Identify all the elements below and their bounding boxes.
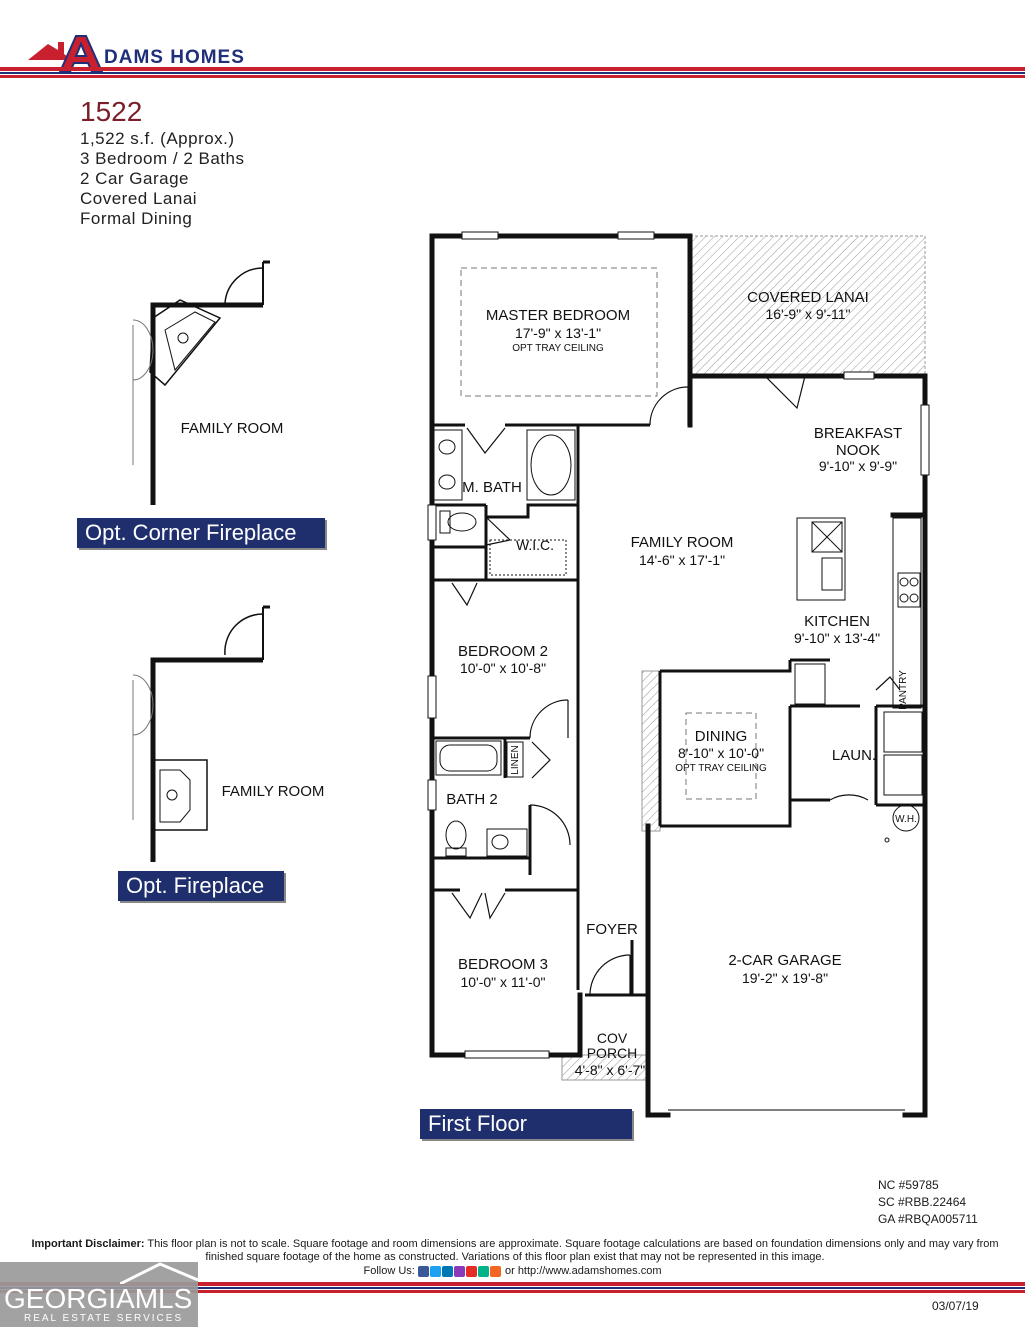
instagram-icon[interactable] — [453, 1265, 465, 1277]
header-stripe-blue — [0, 72, 1025, 74]
dining-note: OPT TRAY CEILING — [675, 763, 767, 774]
spec-garage: 2 Car Garage — [80, 169, 189, 188]
breakfast-nook-dim: 9'-10" x 9'-9" — [819, 458, 897, 474]
porch-dim: 4'-8" x 6'-7" — [575, 1062, 646, 1078]
laundry-label: LAUN. — [832, 747, 876, 764]
plan-title: 1522 — [80, 96, 143, 127]
license-nc: NC #59785 — [878, 1178, 939, 1192]
bedroom2-label: BEDROOM 2 — [458, 643, 548, 660]
bedroom3-dim: 10'-0" x 11'-0" — [460, 974, 545, 990]
spec-dining: Formal Dining — [80, 209, 193, 228]
linen-label: LINEN — [510, 745, 521, 774]
footer-stripe-red2 — [0, 1290, 1025, 1293]
master-bedroom-dim: 17'-9" x 13'-1" — [515, 325, 601, 341]
covered-lanai-dim: 16'-9" x 9'-11" — [765, 306, 850, 322]
covered-lanai-label: COVERED LANAI — [747, 289, 869, 306]
master-bath-label: M. BATH — [462, 479, 522, 496]
plan-date: 03/07/19 — [932, 1299, 979, 1313]
footer-stripe-red — [0, 1282, 1025, 1286]
footer-stripe-blue — [0, 1287, 1025, 1289]
porch-label2: PORCH — [587, 1045, 638, 1061]
opt-fireplace-drawing — [132, 605, 270, 862]
spec-bedbath: 3 Bedroom / 2 Baths — [80, 149, 245, 168]
breakfast-nook-label2: NOOK — [836, 442, 880, 459]
mls-watermark-text: GEORGIAMLS — [4, 1283, 193, 1314]
opt-corner-fireplace-drawing — [132, 260, 270, 505]
mls-watermark-box — [0, 1262, 198, 1327]
website-link[interactable]: http://www.adamshomes.com — [517, 1265, 662, 1277]
kitchen-dim: 9'-10" x 13'-4" — [794, 630, 880, 646]
license-sc: SC #RBB.22464 — [878, 1195, 967, 1209]
opt-corner-fireplace-banner: Opt. Corner Fireplace — [77, 518, 325, 548]
disclaimer: Important Disclaimer: This floor plan is… — [30, 1238, 1000, 1264]
bedroom2-dim: 10'-0" x 10'-8" — [460, 660, 546, 676]
water-heater-label: W.H. — [895, 814, 917, 825]
license-ga: GA #RBQA005711 — [878, 1212, 978, 1226]
family-room-dim: 14'-6" x 17'-1" — [639, 552, 725, 568]
twitter-icon[interactable] — [429, 1265, 441, 1277]
facebook-icon[interactable] — [417, 1265, 429, 1277]
garage-dim: 19'-2" x 19'-8" — [742, 970, 828, 986]
dining-label: DINING — [695, 728, 748, 745]
bedroom3-label: BEDROOM 3 — [458, 956, 548, 973]
spec-sqft: 1,522 s.f. (Approx.) — [80, 129, 235, 148]
porch-label1: COV — [597, 1030, 628, 1046]
pantry-label: PANTRY — [898, 670, 909, 710]
opt-corner-family-room-label: FAMILY ROOM — [181, 420, 284, 437]
follow-us: Follow Us: or http://www.adamshomes.com — [0, 1265, 1025, 1277]
youtube-icon[interactable] — [465, 1265, 477, 1277]
opt-family-room-label: FAMILY ROOM — [222, 783, 325, 800]
garage-label: 2-CAR GARAGE — [728, 952, 841, 969]
mls-watermark-subtext: REAL ESTATE SERVICES — [24, 1313, 184, 1324]
rss-icon[interactable] — [489, 1265, 501, 1277]
header-stripe-red2 — [0, 75, 1025, 78]
floor-plan-drawing: MASTER BEDROOM 17'-9" x 13'-1" OPT TRAY … — [132, 231, 930, 1118]
spec-lanai: Covered Lanai — [80, 189, 198, 208]
linkedin-icon[interactable] — [441, 1265, 453, 1277]
breakfast-nook-label1: BREAKFAST — [814, 425, 902, 442]
foyer-label: FOYER — [586, 921, 638, 938]
follow-or: or — [504, 1265, 515, 1277]
master-bedroom-note: OPT TRAY CEILING — [512, 343, 604, 354]
logo-wordmark: DAMS HOMES — [104, 47, 245, 68]
kitchen-label: KITCHEN — [804, 613, 870, 630]
first-floor-banner: First Floor — [420, 1109, 632, 1139]
bath2-label: BATH 2 — [446, 791, 497, 808]
vine-icon[interactable] — [477, 1265, 489, 1277]
disclaimer-text: This floor plan is not to scale. Square … — [147, 1238, 999, 1263]
disclaimer-label: Important Disclaimer: — [31, 1238, 145, 1250]
mls-watermark-roof-icon — [120, 1262, 198, 1284]
family-room-label: FAMILY ROOM — [631, 534, 734, 551]
opt-fireplace-banner: Opt. Fireplace — [118, 871, 284, 901]
dining-dim: 8'-10" x 10'-0" — [678, 745, 764, 761]
master-bedroom-label: MASTER BEDROOM — [486, 307, 630, 324]
wic-label: W.I.C. — [516, 537, 554, 553]
header-stripe-red — [0, 67, 1025, 71]
follow-label: Follow Us: — [363, 1265, 415, 1277]
